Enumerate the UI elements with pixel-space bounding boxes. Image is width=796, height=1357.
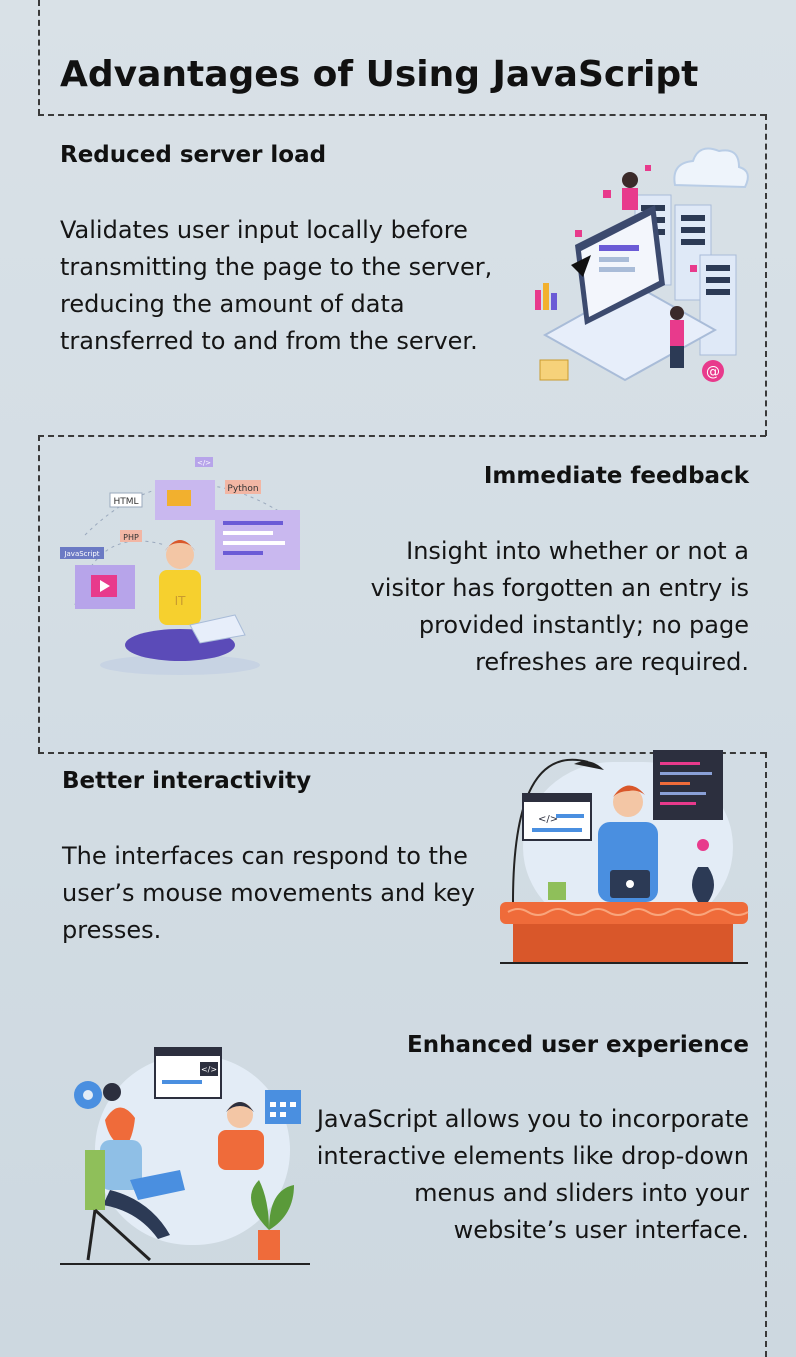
frame-top-horizontal <box>38 114 766 116</box>
section-body-enhanced-user-experience: JavaScript allows you to incorporate int… <box>316 1105 749 1244</box>
it-shirt-label: IT <box>175 594 187 608</box>
server-laptop-illustration: @ <box>535 147 749 382</box>
frame-right-vertical-2 <box>765 752 767 1357</box>
page-title: Advantages of Using JavaScript <box>60 54 699 95</box>
php-label: PHP <box>123 533 139 542</box>
code-window-tag: </> <box>538 814 558 825</box>
frame-right-vertical-1 <box>765 114 767 436</box>
svg-text:@: @ <box>706 364 720 380</box>
code-tag-label: </> <box>197 459 211 467</box>
frame-top-left-vertical <box>38 0 40 115</box>
section-heading-immediate-feedback: Immediate feedback <box>483 463 749 489</box>
section-body-immediate-feedback: Insight into whether or not a visitor ha… <box>370 537 749 676</box>
section-body-reduced-server-load: Validates user input locally before tran… <box>60 216 493 355</box>
section-body-better-interactivity: The interfaces can respond to the user’s… <box>62 842 476 944</box>
python-label: Python <box>227 484 258 494</box>
frame-middle-horizontal-1 <box>38 435 766 437</box>
javascript-label: JavaScript <box>63 550 99 558</box>
section-heading-reduced-server-load: Reduced server load <box>60 142 327 168</box>
html-label: HTML <box>113 497 138 507</box>
section-heading-enhanced-user-experience: Enhanced user experience <box>406 1032 749 1058</box>
video-window-tag: </> <box>201 1065 217 1074</box>
coder-languages-illustration: HTML Python PHP JavaScript </> IT <box>60 457 300 675</box>
video-call-illustration: </> <box>60 1047 310 1265</box>
frame-left-vertical <box>38 435 40 753</box>
frame-middle-horizontal-2 <box>38 752 766 754</box>
section-heading-better-interactivity: Better interactivity <box>62 768 312 794</box>
developer-desk-illustration: </> <box>500 750 749 964</box>
